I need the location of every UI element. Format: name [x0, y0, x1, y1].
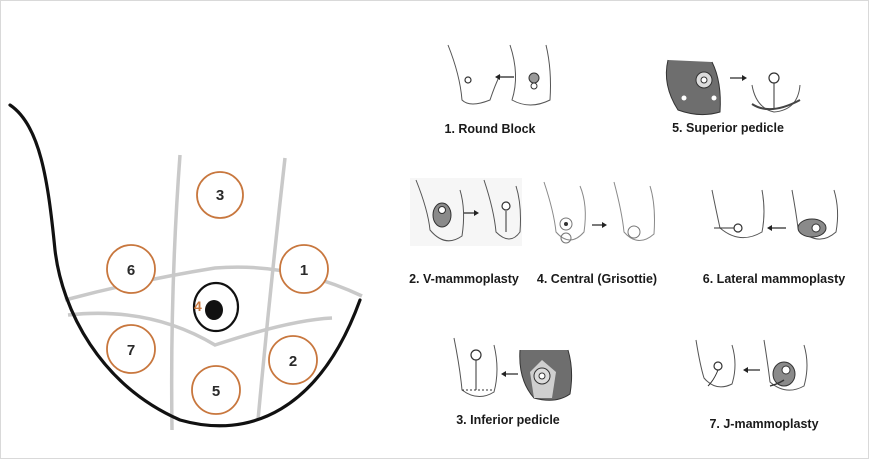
zone-5-label: 5: [212, 383, 220, 400]
label-inferior-pedicle: 3. Inferior pedicle: [456, 413, 560, 427]
upper-band-left-edge: [172, 155, 180, 430]
label-v-mammoplasty: 2. V-mammoplasty: [409, 272, 519, 286]
breast-zone-map: 4 3 6 1 7 2 5: [10, 105, 362, 430]
technique-round-block: 1. Round Block: [445, 45, 551, 136]
zone-6-marker: 6: [107, 245, 155, 293]
label-round-block: 1. Round Block: [445, 122, 536, 136]
zone-1-marker: 1: [280, 245, 328, 293]
zone-4-label: 4: [194, 298, 202, 314]
technique-inferior-pedicle: 3. Inferior pedicle: [454, 338, 572, 427]
zone-2-marker: 2: [269, 336, 317, 384]
nipple: [205, 300, 223, 320]
technique-lateral-mammoplasty: 6. Lateral mammoplasty: [703, 190, 845, 286]
zone-1-label: 1: [300, 262, 308, 279]
zone-3-marker: 3: [197, 172, 243, 218]
round-block-scar-icon: [465, 77, 471, 83]
round-block-areola-icon: [529, 73, 539, 83]
technique-j-mammoplasty: 7. J-mammoplasty: [696, 340, 819, 431]
label-j-mammoplasty: 7. J-mammoplasty: [709, 417, 818, 431]
technique-superior-pedicle: 5. Superior pedicle: [666, 60, 800, 135]
label-central-grisottie: 4. Central (Grisottie): [537, 272, 657, 286]
technique-central-grisottie: 4. Central (Grisottie): [537, 182, 657, 286]
technique-v-mammoplasty: 2. V-mammoplasty: [409, 178, 522, 286]
zone-7-label: 7: [127, 342, 135, 359]
label-superior-pedicle: 5. Superior pedicle: [672, 121, 784, 135]
zone-2-label: 2: [289, 353, 297, 370]
label-lateral-mammoplasty: 6. Lateral mammoplasty: [703, 272, 845, 286]
zone-6-label: 6: [127, 262, 135, 279]
zone-3-label: 3: [216, 187, 224, 204]
zone-5-marker: 5: [192, 366, 240, 414]
zone-7-marker: 7: [107, 325, 155, 373]
